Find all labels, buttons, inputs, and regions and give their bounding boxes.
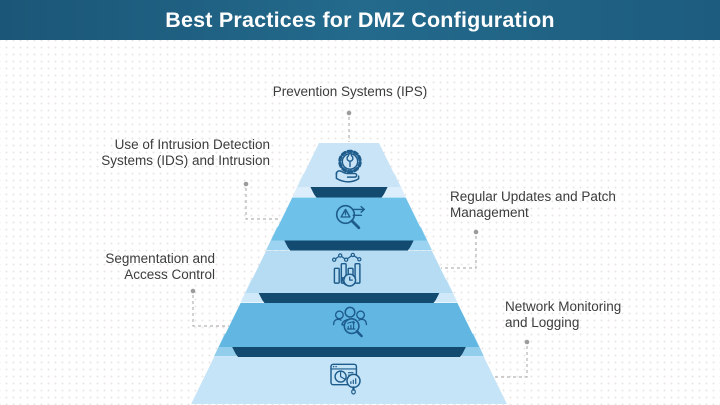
page-title: Best Practices for DMZ Configuration <box>165 7 555 32</box>
connector-right-1 <box>441 229 479 269</box>
connector-top <box>346 110 352 142</box>
label-line: Use of Intrusion Detection <box>114 137 270 152</box>
pyramid-band-3 <box>256 293 442 303</box>
label-line: Systems (IDS) and Intrusion <box>101 153 270 168</box>
connector-dot <box>473 229 479 235</box>
connector-right-2 <box>493 339 530 378</box>
pyramid-band-4 <box>230 347 468 357</box>
connector-left-1 <box>243 181 281 220</box>
connector-dot <box>524 339 530 345</box>
label-line: Prevention Systems (IPS) <box>272 84 428 99</box>
tier-3-face <box>245 250 453 293</box>
connector-dot <box>243 181 249 187</box>
magnifier-alert-icon <box>335 204 365 230</box>
bar-chart-clock-icon <box>332 252 362 287</box>
label-line: Regular Updates and Patch <box>450 189 616 204</box>
pyramid-band-2 <box>282 240 416 251</box>
browser-analytics-icon <box>330 363 361 395</box>
label-intrusion-detection: Use of Intrusion Detection Systems (IDS)… <box>50 137 270 169</box>
team-magnifier-icon <box>332 306 368 338</box>
header-banner: Best Practices for DMZ Configuration <box>0 0 720 40</box>
connector-dot <box>346 110 352 116</box>
connector-dot <box>190 288 196 294</box>
label-prevention-systems: Prevention Systems (IPS) <box>240 84 460 100</box>
pyramid-band-1 <box>308 187 390 198</box>
label-line: Access Control <box>124 267 215 282</box>
label-network-monitoring: Network Monitoring and Logging <box>505 299 685 331</box>
label-segmentation-access: Segmentation and Access Control <box>35 251 215 283</box>
label-line: Network Monitoring <box>505 299 622 314</box>
label-line: Segmentation and <box>105 251 215 266</box>
label-line: and Logging <box>505 315 580 330</box>
gear-hand-icon <box>335 149 362 183</box>
connector-left-2 <box>190 288 229 327</box>
label-line: Management <box>450 205 529 220</box>
label-regular-updates: Regular Updates and Patch Management <box>450 189 660 221</box>
